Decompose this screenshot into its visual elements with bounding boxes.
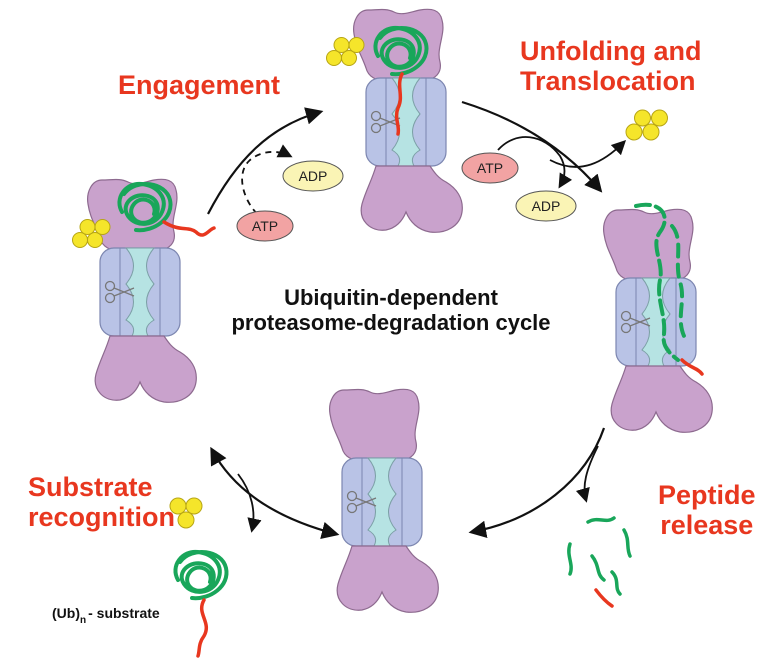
substrate-free-tangle — [173, 549, 229, 601]
center-title-line1: Ubiquitin-dependent — [284, 285, 498, 310]
substrate-left-tail — [162, 220, 216, 237]
ubiquitin-chain-top — [326, 37, 365, 66]
step-label-unfolding: Unfolding and Translocation — [520, 36, 701, 96]
arrow-recognition — [210, 446, 340, 539]
center-title-line2: proteasome-degradation cycle — [231, 309, 551, 335]
step-label-unfolding-line1: Unfolding and — [520, 36, 702, 66]
center-title: Ubiquitin-dependent proteasome-degradati… — [226, 285, 556, 335]
substrate-label: (Ub)n- substrate — [52, 605, 160, 626]
substrate-top-tail — [394, 72, 404, 136]
arrow-substrate-binding — [237, 473, 262, 533]
step-label-peptide-release-line2: release — [660, 510, 754, 541]
ubiquitin-chain-substrate — [169, 497, 203, 529]
arrow-atp-hydrolysis-1 — [241, 144, 293, 221]
arrow-engagement — [207, 107, 324, 215]
substrate-right-tail — [680, 358, 704, 376]
ubiquitin-released — [625, 109, 668, 141]
step-label-peptide-release: Peptide release — [658, 480, 756, 540]
svg-text:ATP: ATP — [252, 218, 278, 234]
svg-text:ATP: ATP — [477, 160, 503, 176]
step-label-substrate-recognition-line2: recognition — [28, 502, 175, 533]
substrate-free-tail — [196, 598, 208, 658]
arrow-peptide-release — [575, 445, 599, 503]
proteasome-bottom — [328, 388, 439, 613]
svg-text:ADP: ADP — [532, 198, 561, 214]
atp-pill-1: ATP — [236, 210, 294, 242]
step-label-substrate-recognition: Substrate recognition — [28, 472, 175, 532]
proteasome-left — [86, 178, 197, 403]
substrate-right-strand — [634, 202, 680, 362]
arrow-ub-release — [549, 139, 627, 168]
step-label-peptide-release-line1: Peptide — [658, 480, 756, 510]
arrow-to-free-proteasome — [468, 427, 606, 539]
step-label-substrate-recognition-line1: Substrate — [28, 472, 153, 502]
arrow-translocation — [461, 100, 603, 193]
step-label-engagement: Engagement — [118, 70, 281, 100]
peptide-fragments — [567, 516, 632, 608]
step-label-unfolding-line2: Translocation — [520, 66, 696, 97]
svg-text:ADP: ADP — [299, 168, 328, 184]
arrow-atp-hydrolysis-2 — [497, 136, 573, 189]
adp-pill-2: ADP — [515, 190, 577, 222]
adp-pill-1: ADP — [282, 160, 344, 192]
atp-pill-2: ATP — [461, 152, 519, 184]
